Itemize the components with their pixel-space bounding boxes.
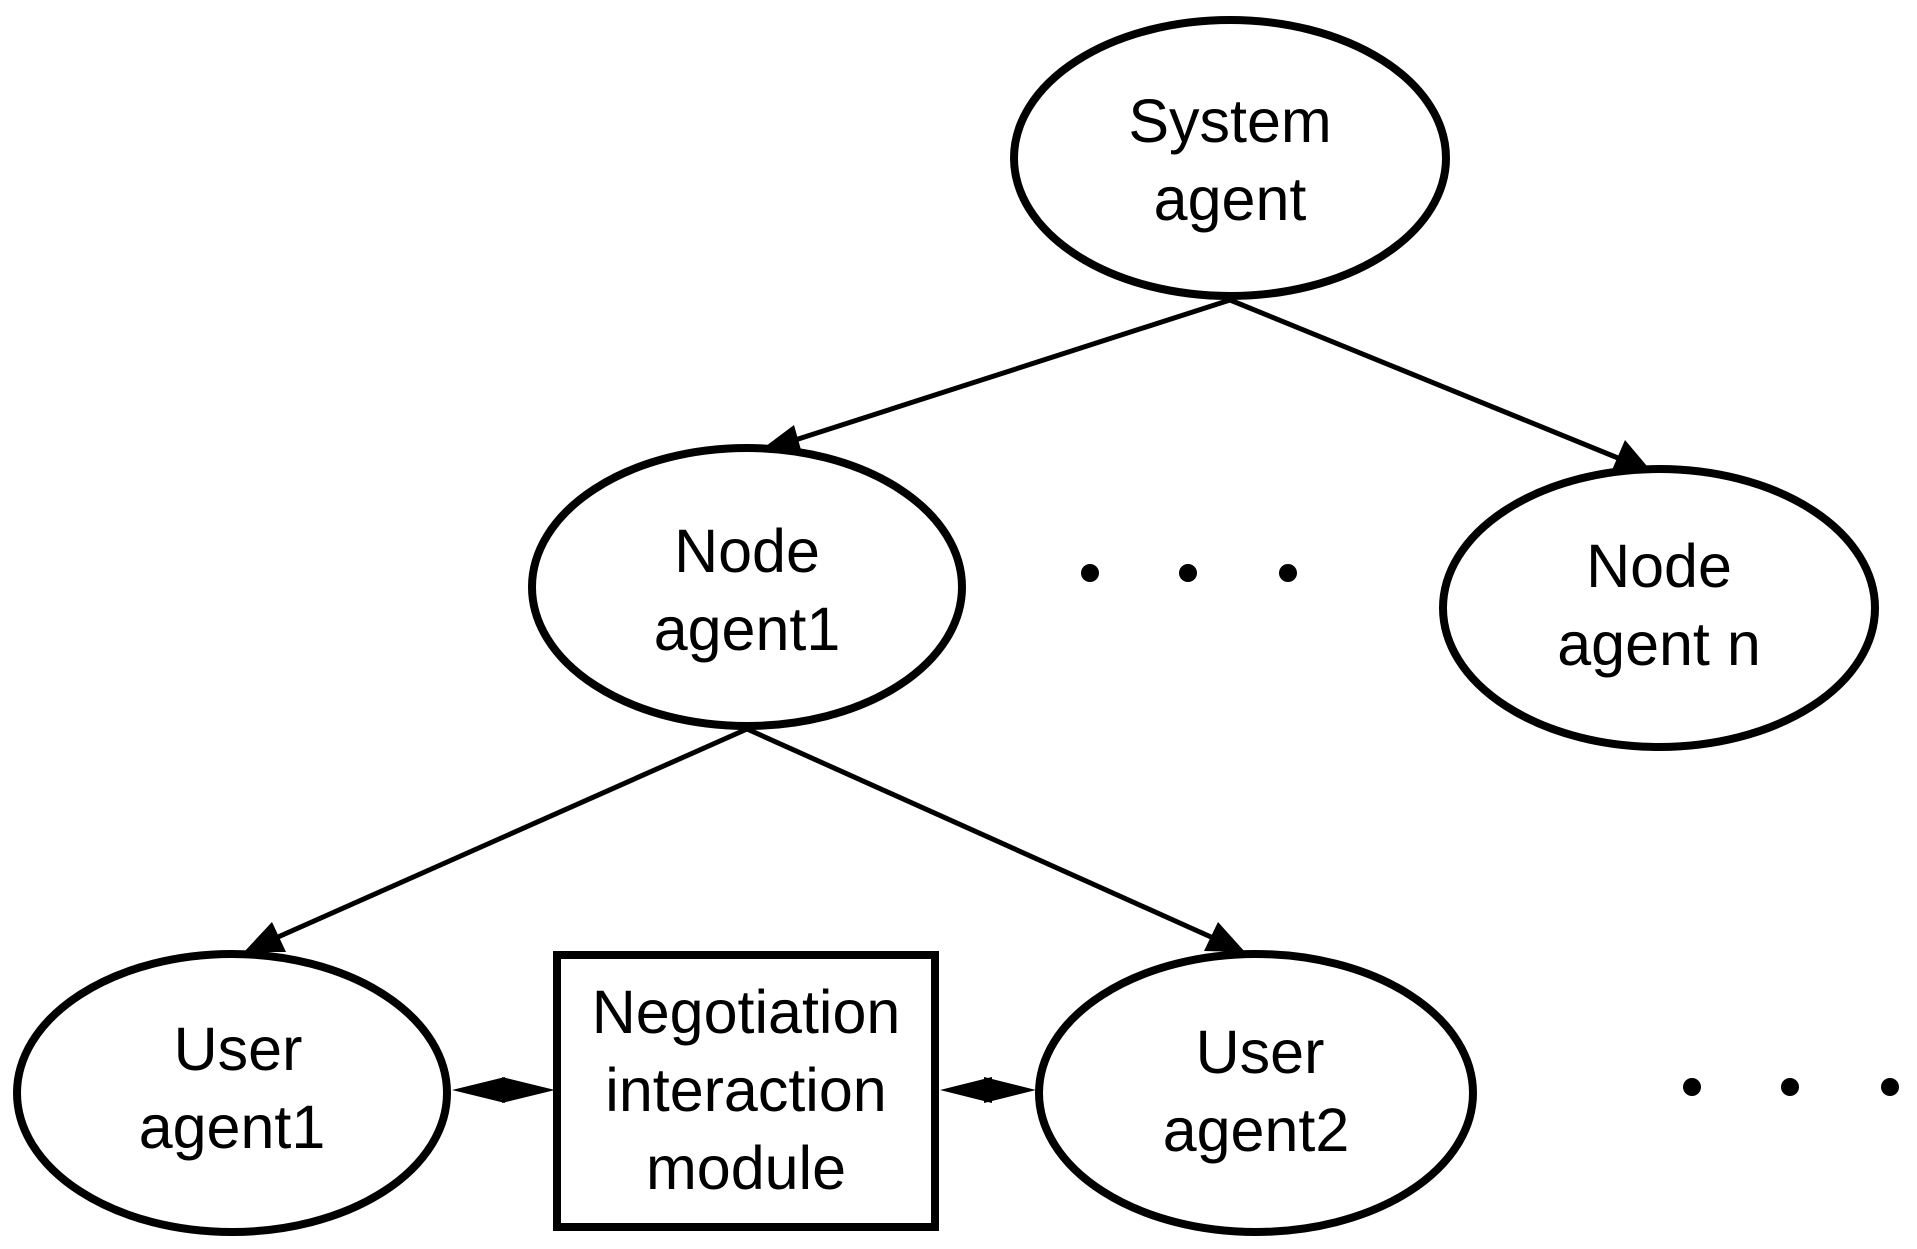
user-agent-2-label-line1: User bbox=[1196, 1018, 1325, 1086]
system-agent-label-line2: agent bbox=[1154, 165, 1307, 233]
negotiation-interaction-module: Negotiation interaction module bbox=[553, 951, 939, 1231]
ellipsis-dot bbox=[1683, 1078, 1701, 1096]
ellipsis-dot bbox=[1081, 564, 1099, 582]
ellipsis-dot bbox=[1179, 564, 1197, 582]
negotiation-module-label-line2: interaction bbox=[605, 1056, 886, 1124]
ellipsis-dot bbox=[1279, 564, 1297, 582]
bidirectional-arrow-user1-module bbox=[452, 1077, 555, 1103]
node-agent-n-label-line2: agent n bbox=[1557, 610, 1761, 678]
node-level-ellipsis bbox=[1081, 564, 1297, 582]
edge-system-to-noden bbox=[1229, 297, 1652, 472]
node-agent-1-label-line2: agent1 bbox=[654, 595, 841, 663]
bidirectional-arrow-module-user2 bbox=[940, 1077, 1036, 1103]
user-agent-1-label-line2: agent1 bbox=[139, 1093, 326, 1161]
node-agent-n-label-line1: Node bbox=[1586, 532, 1732, 600]
node-agent-1-node: Node agent1 bbox=[528, 444, 966, 730]
edge-node1-to-user2 bbox=[745, 726, 1245, 952]
user-agent-1-label-line1: User bbox=[174, 1015, 303, 1083]
node-agent-1-label-line1: Node bbox=[674, 517, 820, 585]
negotiation-module-label-line3: module bbox=[646, 1134, 846, 1202]
negotiation-module-label-line1: Negotiation bbox=[592, 978, 901, 1046]
node-agent-n-node: Node agent n bbox=[1439, 465, 1879, 751]
system-agent-node: System agent bbox=[1010, 16, 1450, 300]
user-agent-1-node: User agent1 bbox=[13, 950, 451, 1236]
user-agent-2-node: User agent2 bbox=[1035, 950, 1477, 1236]
edge-node1-to-user1 bbox=[244, 726, 749, 952]
user-level-ellipsis bbox=[1683, 1078, 1899, 1096]
user-agent-2-label-line2: agent2 bbox=[1163, 1096, 1350, 1164]
ellipsis-dot bbox=[1781, 1078, 1799, 1096]
system-agent-label-line1: System bbox=[1128, 87, 1331, 155]
ellipsis-dot bbox=[1881, 1078, 1899, 1096]
edge-system-to-node1 bbox=[758, 297, 1231, 457]
